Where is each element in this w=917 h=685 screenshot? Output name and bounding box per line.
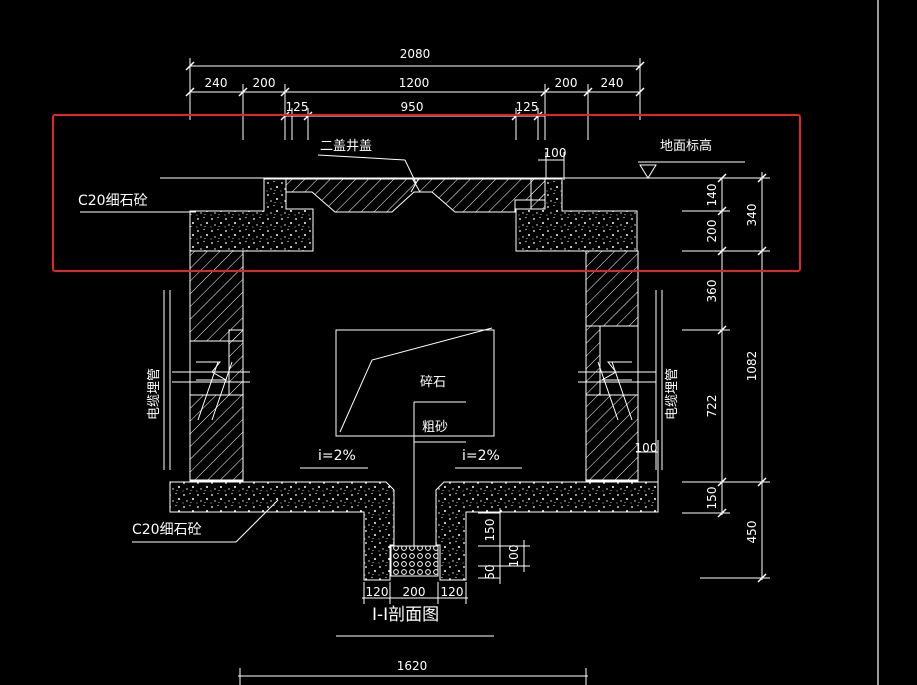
sand-label: 粗砂	[422, 420, 448, 435]
c20-bottom-leader	[132, 499, 279, 543]
ground-line	[160, 161, 770, 179]
dim-240-right: 240	[601, 76, 624, 90]
dim-450: 450	[745, 521, 759, 544]
dim-2080: 2080	[400, 47, 431, 61]
dim-100-side: 100	[635, 441, 658, 455]
dim-200-right: 200	[555, 76, 578, 90]
gravel-label: 碎石	[420, 375, 446, 390]
dim-100-top: 100	[544, 146, 567, 160]
dim-240-left: 240	[205, 76, 228, 90]
ground-elevation-label: 地面标高	[660, 138, 712, 154]
right-dim-ticks	[717, 173, 767, 583]
slope-label-right: i=2%	[462, 448, 500, 464]
dim-200-right-chain: 200	[705, 220, 719, 243]
pit-dimensions	[362, 582, 468, 604]
dim-340: 340	[745, 204, 759, 227]
cable-pipe-label-right: 电缆埋管	[664, 368, 680, 420]
c20-label-top: C20细石砼	[78, 193, 148, 209]
wall-right	[578, 250, 663, 482]
bottom-dimension	[238, 668, 588, 685]
c20-label-bottom: C20细石砼	[132, 522, 202, 538]
wall-left	[163, 250, 250, 482]
right-dimensions	[478, 172, 770, 584]
dim-200-bottom: 200	[403, 585, 426, 599]
dim-360: 360	[705, 280, 719, 303]
dim-950: 950	[401, 100, 424, 114]
detail-box	[335, 327, 495, 575]
dim-125-left: 125	[286, 100, 309, 114]
dim-120-right: 120	[441, 585, 464, 599]
dim-150: 150	[705, 487, 719, 510]
dim-pit-100: 100	[507, 545, 521, 568]
top-dimensions	[189, 58, 641, 140]
dim-pit-50: 50	[483, 564, 497, 579]
base-slab-left	[169, 481, 395, 581]
base-slab-right	[435, 481, 659, 581]
dim-1620: 1620	[397, 659, 428, 673]
dim-200-left: 200	[253, 76, 276, 90]
drain-gravel	[390, 545, 439, 577]
dim-120-left: 120	[366, 585, 389, 599]
dim-140: 140	[705, 184, 719, 207]
section-title: I-I剖面图	[372, 605, 439, 625]
manhole-cover	[263, 177, 546, 213]
dim-1082: 1082	[745, 351, 759, 382]
dim-125-right: 125	[516, 100, 539, 114]
highlight-box	[52, 114, 801, 272]
dim-1200: 1200	[399, 76, 430, 90]
cover-label: 二盖井盖	[320, 139, 372, 154]
dim-722: 722	[705, 395, 719, 418]
slope-label-left: i=2%	[318, 448, 356, 464]
dim-pit-150: 150	[483, 519, 497, 542]
cable-pipe-label-left: 电缆埋管	[146, 368, 162, 420]
cover-leader	[317, 152, 565, 184]
